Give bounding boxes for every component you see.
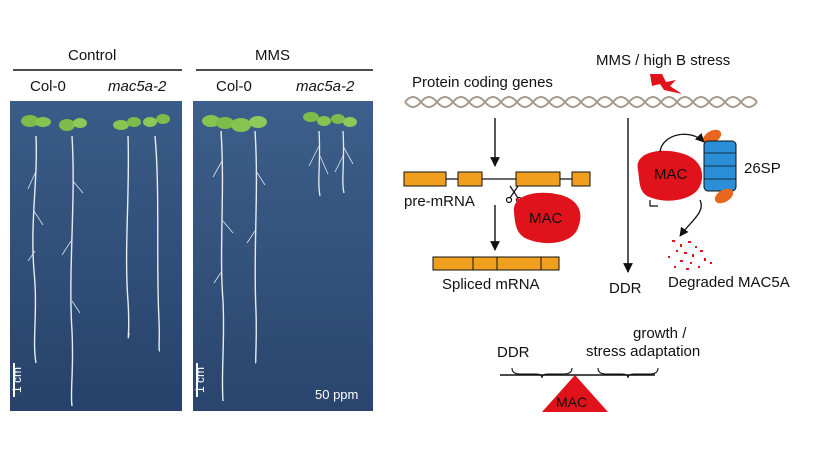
mac-degradation-label: MAC (654, 166, 688, 183)
balance-icon (500, 367, 659, 412)
mac-splicing-label: MAC (529, 210, 563, 227)
control-col0-label: Col-0 (30, 78, 66, 95)
lightning-icon (650, 74, 682, 94)
dna-helix (404, 96, 758, 108)
balance-right-label-2: stress adaptation (586, 343, 701, 360)
mms-photo-panel: 1 cm 50 ppm (193, 101, 373, 411)
control-header: Control (68, 47, 117, 64)
mms-mac5a-label: mac5a-2 (296, 78, 355, 95)
mms-col0-label: Col-0 (216, 78, 252, 95)
balance-left-label: DDR (497, 344, 530, 361)
ddr-label: DDR (609, 280, 642, 297)
control-seedlings-image (10, 101, 182, 411)
mms-seedlings-image (193, 101, 373, 411)
spliced-mrna-label: Spliced mRNA (442, 276, 540, 293)
proteasome-icon (702, 129, 737, 204)
control-photo-panel: 1 cm (10, 101, 182, 411)
pre-mrna-label: pre-mRNA (404, 193, 475, 210)
spliced-mrna-icon (432, 256, 560, 271)
balance-mac-label: MAC (556, 394, 588, 410)
mac-degradation-blob (637, 150, 703, 201)
header-underlines (13, 69, 373, 71)
mac-splicing-blob (513, 192, 581, 244)
stress-label: MMS / high B stress (596, 52, 731, 69)
pre-mrna-icon (403, 171, 591, 187)
degraded-fragments (668, 240, 712, 270)
control-mac5a-label: mac5a-2 (108, 78, 167, 95)
degraded-label: Degraded MAC5A (668, 274, 790, 291)
mms-header: MMS (255, 47, 290, 64)
balance-right-label-1: growth / (633, 325, 687, 342)
proteasome-label: 26SP (744, 160, 781, 177)
protein-coding-label: Protein coding genes (412, 74, 553, 91)
concentration-label: 50 ppm (315, 387, 359, 402)
